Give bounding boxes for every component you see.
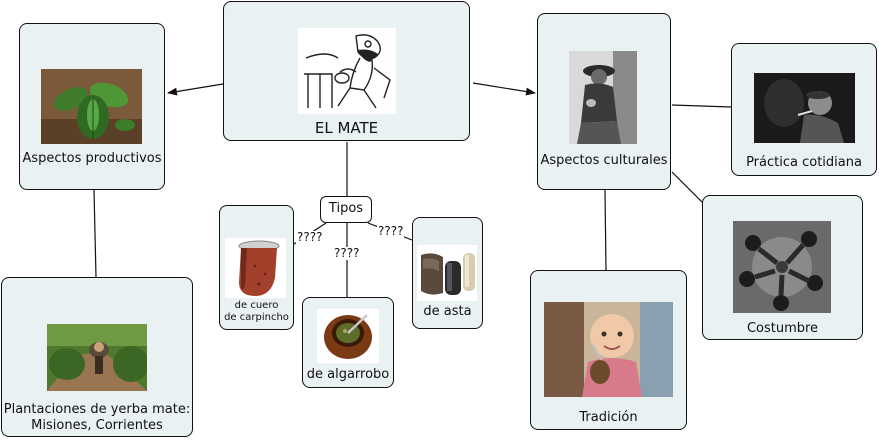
wooden-mate-image (317, 309, 379, 363)
node-tradicion[interactable]: Tradición (530, 270, 687, 430)
node-plantaciones-label: Plantaciones de yerba mate: Misiones, Co… (2, 402, 192, 434)
child-with-mate-photo-image (544, 302, 673, 397)
node-el-mate-label: EL MATE (314, 119, 379, 137)
horn-mate-image (417, 245, 477, 301)
node-aspectos-productivos[interactable]: Aspectos productivos (19, 23, 165, 190)
gaucho-photo-image (569, 51, 637, 144)
node-tradicion-label: Tradición (579, 410, 638, 425)
edge-label-tipos-cuero: ???? (296, 230, 324, 244)
node-costumbre-label: Costumbre (746, 321, 819, 336)
node-costumbre[interactable]: Costumbre (702, 195, 863, 340)
node-el-mate[interactable]: EL MATE (223, 1, 470, 141)
yerba-leaf-image (41, 69, 142, 144)
plantaciones-label-line2: Misiones, Corrientes (31, 418, 163, 433)
node-practica-cotidiana[interactable]: Práctica cotidiana (731, 43, 877, 176)
node-aspectos-culturales[interactable]: Aspectos culturales (537, 13, 671, 190)
node-algarrobo[interactable]: de algarrobo (302, 297, 394, 388)
circle-of-people-photo-image (733, 221, 831, 313)
mate-cartoon-image (298, 28, 396, 114)
node-asta[interactable]: de asta (412, 217, 483, 329)
node-asta-label: de asta (423, 304, 472, 319)
edge-culturales-practica (671, 104, 732, 108)
edge-culturales-costumbre (671, 171, 707, 207)
node-plantaciones[interactable]: Plantaciones de yerba mate: Misiones, Co… (1, 277, 193, 437)
leather-mate-image (225, 238, 286, 298)
edge-mate-culturales (472, 82, 536, 96)
node-aspectos-culturales-label: Aspectos culturales (540, 153, 668, 168)
smoking-man-photo-image (754, 73, 855, 143)
node-cuero-label: de cuero de carpincho (220, 300, 293, 324)
node-tipos[interactable]: Tipos (320, 196, 372, 223)
node-cuero-carpincho[interactable]: de cuero de carpincho (219, 205, 294, 330)
plantation-worker-image (47, 324, 147, 391)
cuero-label-line2: de carpincho (224, 312, 289, 323)
node-aspectos-productivos-label: Aspectos productivos (22, 151, 162, 166)
node-algarrobo-label: de algarrobo (306, 367, 390, 382)
node-practica-cotidiana-label: Práctica cotidiana (746, 155, 862, 170)
cuero-label-line1: de cuero (234, 300, 279, 311)
plantaciones-label-line1: Plantaciones de yerba mate: (3, 402, 191, 417)
edge-productivos-plantaciones (93, 189, 97, 278)
edge-label-tipos-algarrobo: ???? (333, 246, 361, 260)
edge-label-tipos-asta: ???? (377, 224, 405, 238)
edge-culturales-tradicion (604, 189, 607, 271)
edge-mate-productivos (167, 83, 224, 96)
